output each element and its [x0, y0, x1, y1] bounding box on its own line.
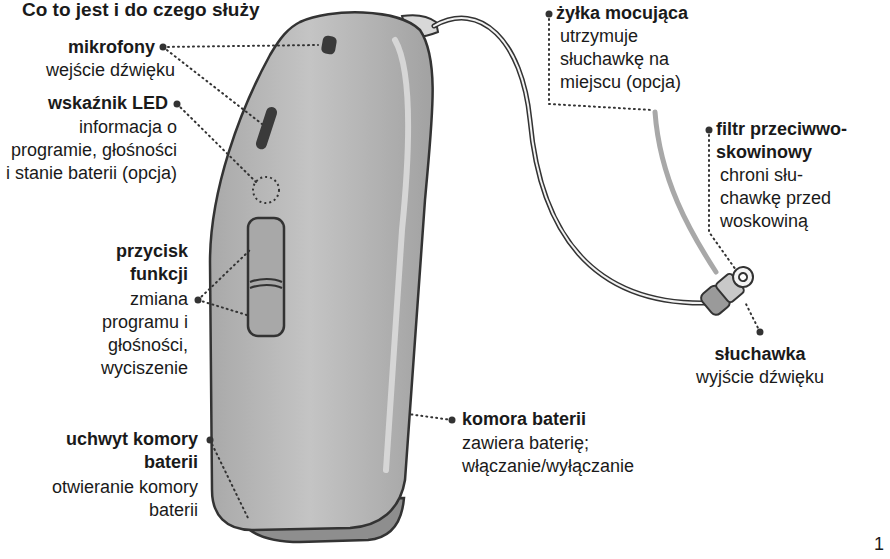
body-highlight — [386, 40, 408, 470]
page-number: 1 — [860, 533, 884, 556]
sound-tube — [434, 18, 707, 303]
led-indicator — [253, 177, 279, 203]
hearing-aid-body — [210, 12, 433, 530]
part-description: wyjście dźwięku — [665, 366, 855, 389]
sound-tube-outline — [434, 18, 707, 303]
microphone-top — [321, 35, 338, 55]
part-name: przycisk funkcji — [88, 240, 188, 286]
part-name: komora baterii — [462, 408, 682, 431]
button-divider — [250, 279, 282, 288]
part-description: utrzymuje słuchawkę na miejscu (opcja) — [560, 25, 700, 94]
part-description: wejście dźwięku — [10, 59, 175, 82]
retention-line — [655, 112, 716, 272]
part-name: słuchawka — [680, 343, 840, 366]
part-description: zawiera baterię; włączanie/wyłączanie — [462, 432, 722, 478]
leader-dots — [160, 11, 764, 444]
function-button — [248, 218, 284, 336]
page-title: Co to jest i do czego służy — [22, 0, 260, 21]
part-name: uchwyt komory baterii — [48, 428, 198, 474]
part-description: chroni słu- chawkę przed woskowiną — [720, 164, 840, 233]
part-description: otwieranie komory baterii — [48, 476, 198, 522]
part-name: mikrofony — [20, 36, 155, 59]
part-name: żyłka mocująca — [556, 2, 726, 25]
part-name: wskaźnik LED — [10, 92, 168, 115]
receiver — [699, 261, 759, 318]
part-description: informacja o programie, głośności i stan… — [5, 116, 177, 185]
part-description: zmiana programu i głośności, wyciszenie — [78, 288, 188, 380]
part-name: filtr przeciwwo- skowinowy — [716, 118, 866, 164]
microphone-side — [254, 106, 278, 151]
leader-lines — [163, 14, 760, 518]
